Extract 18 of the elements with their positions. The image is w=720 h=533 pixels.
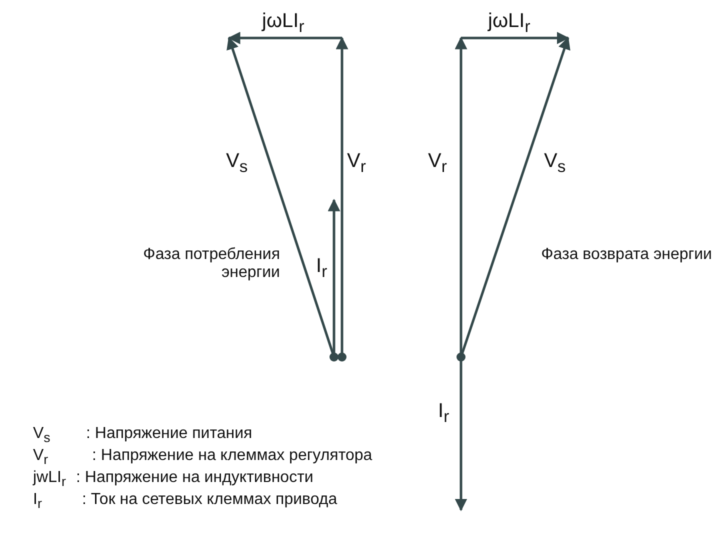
vector-label: jωLI$_{r}$ <box>488 10 530 36</box>
vector-label: V$_{r}$ <box>428 150 447 176</box>
vector-label: I$_{r}$ <box>316 255 328 282</box>
legend-symbol: jwLI$_{r}$ <box>33 469 66 490</box>
legend-description: : Ток на сетевых клеммах привода <box>82 491 338 509</box>
legend-symbol: V$_{s}$ <box>33 425 50 446</box>
phase-caption: Фаза возврата энергии <box>540 246 712 264</box>
legend-symbol: V$_{r}$ <box>33 447 48 468</box>
vector-label: V$_{r}$ <box>347 150 366 176</box>
vector-label: I$_{r}$ <box>438 400 450 426</box>
legend-description: : Напряжение питания <box>86 425 252 443</box>
legend-description: : Напряжение на клеммах регулятора <box>92 447 372 465</box>
vector-label: jωLI$_{r}$ <box>262 10 304 36</box>
vector-label: V$_{s}$ <box>226 150 248 176</box>
legend-description: : Напряжение на индуктивности <box>76 469 314 487</box>
vector-label: V$_{s}$ <box>544 150 566 176</box>
phase-caption: Фаза потребления энергии <box>142 246 280 282</box>
legend-symbol: I$_{r}$ <box>33 491 42 512</box>
